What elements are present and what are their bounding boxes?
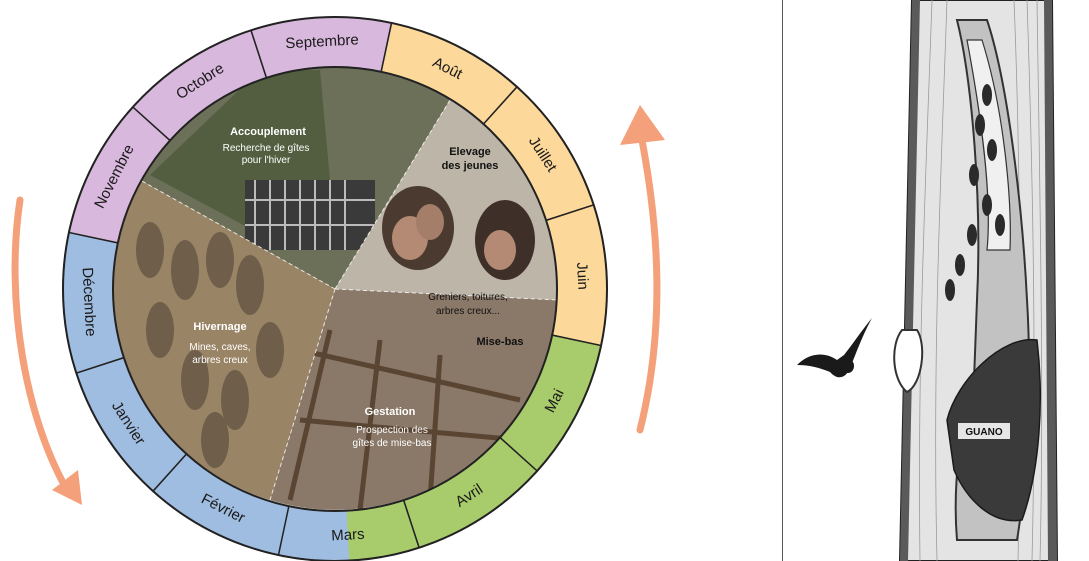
bat-cluster-elevage <box>382 186 535 280</box>
misebas-title: Mise-bas <box>476 336 523 348</box>
accouplement-title: Accouplement <box>230 126 306 138</box>
month-label: Décembre <box>79 267 100 337</box>
accouplement-desc-1: Recherche de gîtes <box>223 143 310 154</box>
guano-label: GUANO <box>965 427 1002 438</box>
elevage-desc-1: Greniers, toitures, <box>428 292 507 303</box>
cavity-entrance <box>893 329 924 394</box>
month-label: Septembre <box>285 31 359 52</box>
roof-beams <box>287 329 521 511</box>
hivernage-desc-2: arbres creux <box>192 355 248 366</box>
guano-label-bg <box>958 423 1010 439</box>
cycle-arrow-left-head <box>52 470 82 505</box>
mars-split-segment <box>278 506 350 561</box>
hivernage-desc-1: Mines, caves, <box>189 342 250 353</box>
tree-cavity-illustration: GUANO <box>782 0 1059 561</box>
hivernage-title: Hivernage <box>193 321 246 333</box>
hibernating-bats <box>136 222 284 468</box>
month-label: Mars <box>331 526 365 545</box>
cave-grille <box>245 180 375 250</box>
misebas-sector <box>270 289 557 510</box>
gestation-title: Gestation <box>365 406 416 418</box>
hivernage-sector <box>113 180 335 500</box>
month-ring: SeptembreAoûtJuilletJuinMaiAvrilMarsFévr… <box>62 16 608 561</box>
accouplement-desc-2: pour l'hiver <box>242 155 291 166</box>
cycle-arrow-right <box>636 126 661 434</box>
roosting-bats <box>945 84 1005 301</box>
gestation-desc-2: gîtes de mise-bas <box>353 438 432 449</box>
elevage-title-1: Elevage <box>449 146 491 158</box>
month-label: Juin <box>573 262 591 290</box>
elevage-title-2: des jeunes <box>442 160 499 172</box>
gestation-desc-1: Prospection des <box>356 425 428 436</box>
flying-bat-icon <box>797 318 872 378</box>
sector-dividers <box>139 99 557 501</box>
cycle-arrow-left <box>11 196 74 499</box>
cycle-arrow-right-head <box>620 105 665 145</box>
bark-left <box>900 0 920 561</box>
annual-cycle-diagram: SeptembreAoûtJuilletJuinMaiAvrilMarsFévr… <box>11 16 665 561</box>
phase-sectors <box>113 67 557 511</box>
inner-circle-border <box>112 66 558 512</box>
outer-circle-border <box>62 16 608 561</box>
elevage-desc-2: arbres creux... <box>436 306 500 317</box>
bark-right <box>1044 0 1057 561</box>
